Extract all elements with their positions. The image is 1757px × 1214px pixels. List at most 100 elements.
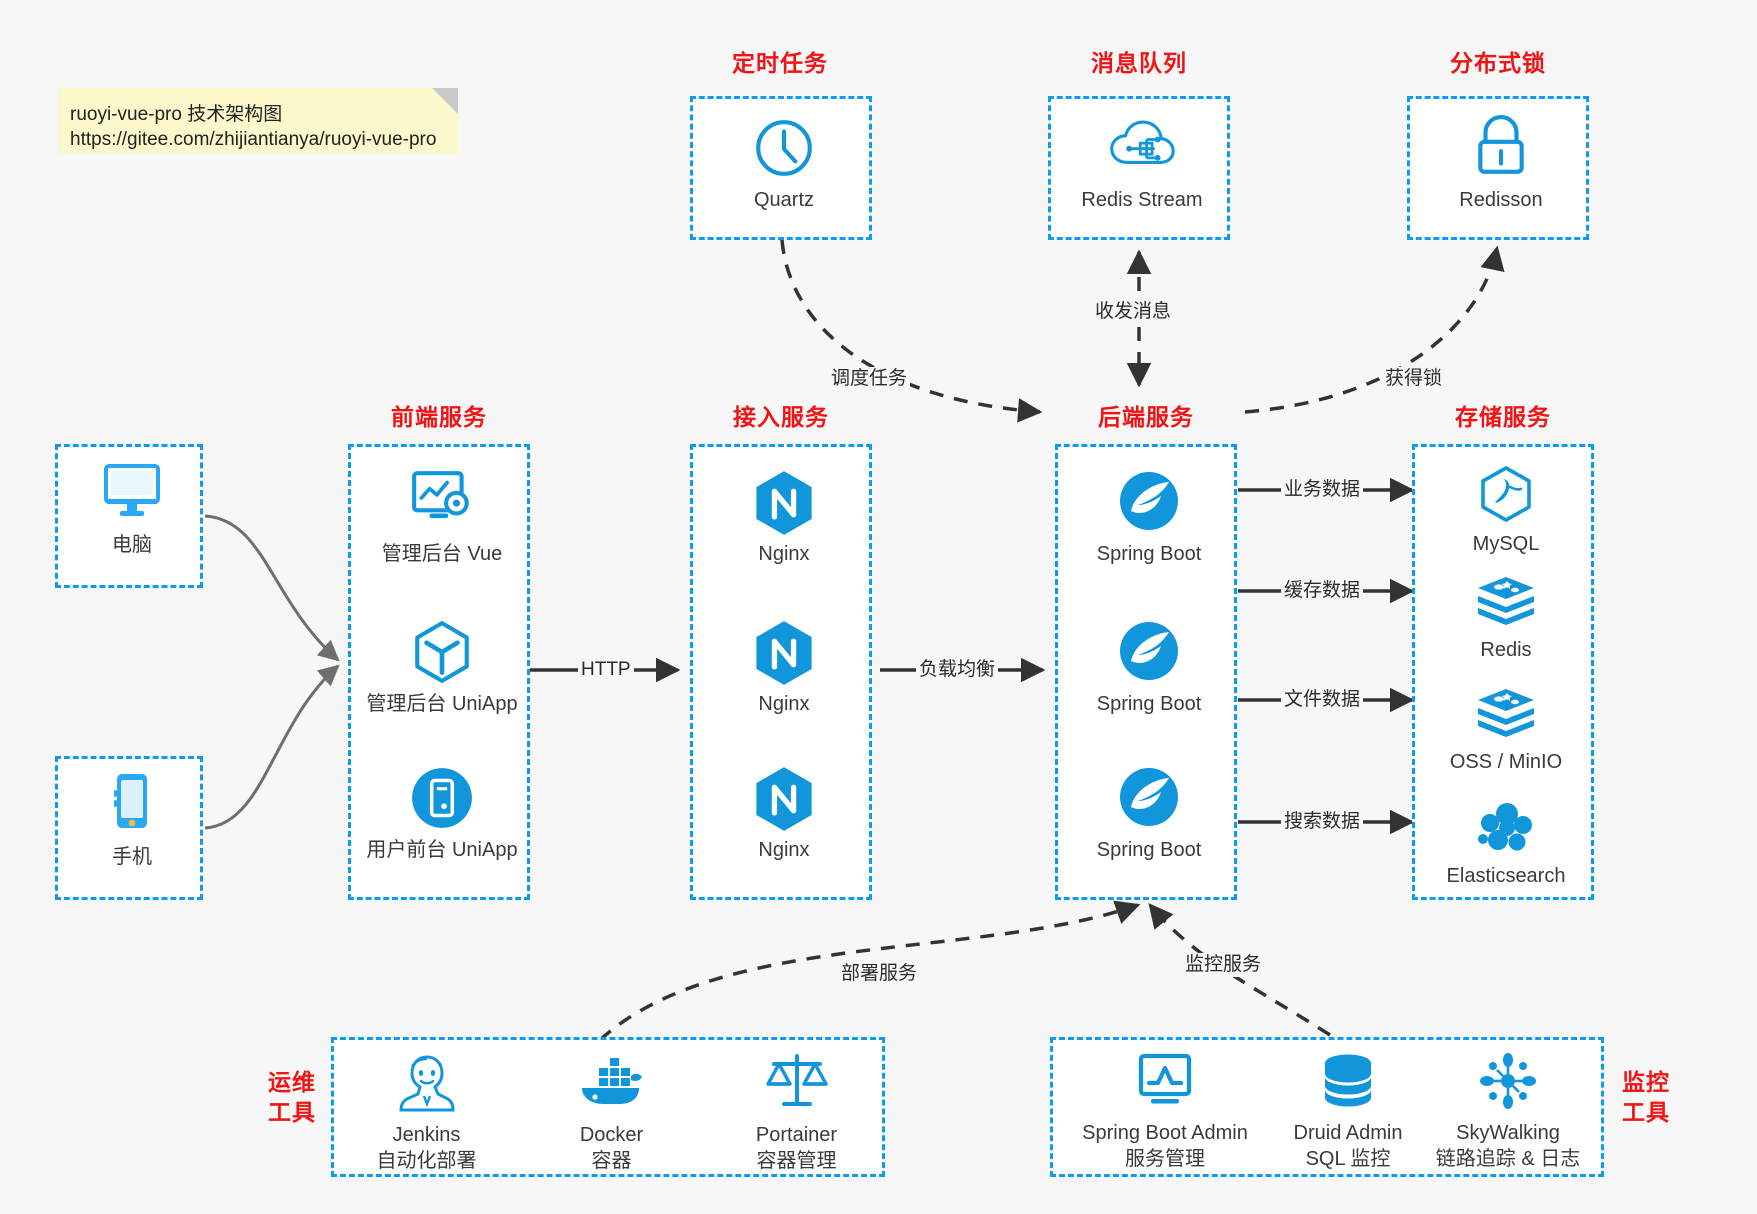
node-label: Druid Admin	[1293, 1122, 1403, 1144]
node-label: Nginx	[758, 543, 810, 565]
edge-label-gateway-to-backend: 负载均衡	[916, 658, 999, 682]
node-sublabel: 服务管理	[1125, 1148, 1205, 1170]
nginx-icon	[704, 619, 864, 685]
node-spring-boot-3[interactable]: Spring Boot	[1069, 765, 1229, 863]
node-druid-admin[interactable]: Druid Admin SQL 监控	[1258, 1052, 1438, 1172]
redis-icon	[1426, 575, 1586, 631]
node-portainer[interactable]: Portainer 容器管理	[714, 1052, 879, 1174]
node-desktop[interactable]: 电脑	[52, 460, 212, 558]
node-sublabel: 链路追踪 & 日志	[1435, 1148, 1581, 1170]
node-sublabel: 容器	[591, 1150, 632, 1172]
group-title-monitoring-line1: 监控	[1622, 1069, 1670, 1095]
group-scheduler[interactable]: Quartz	[690, 96, 872, 240]
group-title-distributed-lock: 分布式锁	[1450, 50, 1546, 76]
group-title-devops: 运维 工具	[262, 1067, 322, 1127]
node-spring-boot-1[interactable]: Spring Boot	[1069, 469, 1229, 567]
node-label: 管理后台 Vue	[381, 543, 503, 565]
group-title-backend: 后端服务	[1098, 404, 1194, 430]
group-distributed-lock[interactable]: Redisson	[1407, 96, 1589, 240]
node-label: Redisson	[1459, 189, 1543, 211]
node-sublabel: 容器管理	[756, 1150, 837, 1172]
node-spring-boot-admin[interactable]: Spring Boot Admin 服务管理	[1065, 1052, 1265, 1172]
node-elasticsearch[interactable]: Elasticsearch	[1426, 799, 1586, 889]
docker-icon	[529, 1052, 694, 1116]
group-title-monitoring-line2: 工具	[1622, 1099, 1670, 1125]
node-redisson[interactable]: Redisson	[1421, 115, 1581, 213]
edge-label-frontend-to-gateway: HTTP	[578, 658, 634, 682]
group-title-monitoring: 监控 工具	[1616, 1067, 1676, 1127]
edge-label-scheduler-to-backend: 调度任务	[828, 367, 911, 391]
node-nginx-2[interactable]: Nginx	[704, 619, 864, 717]
node-quartz[interactable]: Quartz	[704, 115, 864, 213]
edge-label-backend-to-es: 搜索数据	[1281, 810, 1364, 834]
group-title-storage: 存储服务	[1455, 404, 1551, 430]
node-oss-minio[interactable]: OSS / MinIO	[1426, 687, 1586, 775]
node-label: Redis	[1480, 639, 1532, 661]
group-message-queue[interactable]: Redis Stream	[1048, 96, 1230, 240]
node-label: Redis Stream	[1081, 189, 1203, 211]
node-label: SkyWalking	[1456, 1122, 1560, 1144]
node-user-uniapp[interactable]: 用户前台 UniApp	[362, 765, 522, 863]
group-title-frontend: 前端服务	[391, 404, 487, 430]
node-redis[interactable]: Redis	[1426, 575, 1586, 663]
group-title-devops-line1: 运维	[268, 1069, 316, 1095]
info-note: ruoyi-vue-pro 技术架构图 https://gitee.com/zh…	[58, 88, 458, 154]
node-label: Jenkins	[392, 1124, 461, 1146]
node-skywalking[interactable]: SkyWalking 链路追踪 & 日志	[1408, 1052, 1608, 1172]
spring-icon	[1069, 765, 1229, 831]
node-docker[interactable]: Docker 容器	[529, 1052, 694, 1174]
node-label: Docker	[579, 1124, 644, 1146]
group-title-scheduler: 定时任务	[732, 50, 828, 76]
group-client-mobile[interactable]: 手机	[55, 756, 203, 900]
node-mobile[interactable]: 手机	[52, 772, 212, 870]
scales-icon	[714, 1052, 879, 1116]
elasticsearch-icon	[1426, 799, 1586, 857]
node-mysql[interactable]: MySQL	[1426, 465, 1586, 557]
dashboard-icon	[362, 469, 522, 535]
node-nginx-3[interactable]: Nginx	[704, 765, 864, 863]
jenkins-icon	[344, 1052, 509, 1116]
node-sublabel: SQL 监控	[1305, 1148, 1391, 1170]
spring-icon	[1069, 619, 1229, 685]
node-admin-vue[interactable]: 管理后台 Vue	[362, 469, 522, 567]
database-icon	[1258, 1052, 1438, 1114]
nginx-icon	[704, 765, 864, 831]
node-label: Portainer	[755, 1124, 838, 1146]
node-redis-stream[interactable]: Redis Stream	[1062, 115, 1222, 213]
mobile-icon	[52, 772, 212, 838]
node-nginx-1[interactable]: Nginx	[704, 469, 864, 567]
group-client-desktop[interactable]: 电脑	[55, 444, 203, 588]
node-label: Elasticsearch	[1446, 865, 1566, 887]
edge-label-devops-to-backend: 部署服务	[838, 962, 921, 986]
node-label: Nginx	[758, 839, 810, 861]
note-fold-corner	[432, 88, 458, 114]
group-backend[interactable]: Spring Boot Spring Boot Spring Boot	[1055, 444, 1237, 900]
node-label: OSS / MinIO	[1449, 751, 1563, 773]
group-frontend[interactable]: 管理后台 Vue 管理后台 UniApp 用户前台 UniApp	[348, 444, 530, 900]
group-monitoring[interactable]: Spring Boot Admin 服务管理 Druid Admin SQL 监…	[1050, 1037, 1604, 1177]
monitor-chart-icon	[1065, 1052, 1265, 1114]
node-label: 电脑	[112, 534, 152, 556]
app-icon	[362, 765, 522, 831]
node-label: 手机	[112, 846, 152, 868]
node-label: Spring Boot Admin	[1082, 1122, 1248, 1144]
group-devops[interactable]: Jenkins 自动化部署	[331, 1037, 885, 1177]
mysql-icon	[1426, 465, 1586, 525]
node-label: MySQL	[1472, 533, 1540, 555]
clock-icon	[704, 115, 864, 181]
edge-label-backend-to-lock: 获得锁	[1382, 367, 1446, 391]
group-title-message-queue: 消息队列	[1091, 50, 1187, 76]
group-storage[interactable]: MySQL Redis	[1412, 444, 1594, 900]
note-title: ruoyi-vue-pro 技术架构图	[70, 104, 283, 125]
node-label: Spring Boot	[1096, 693, 1202, 715]
node-jenkins[interactable]: Jenkins 自动化部署	[344, 1052, 509, 1174]
desktop-icon	[52, 460, 212, 526]
node-admin-uniapp[interactable]: 管理后台 UniApp	[362, 619, 522, 717]
node-label: 用户前台 UniApp	[366, 839, 518, 861]
edge-label-backend-to-oss: 文件数据	[1281, 688, 1364, 712]
lock-icon	[1421, 115, 1581, 181]
cloud-stream-icon	[1062, 115, 1222, 181]
edge-label-backend-to-mysql: 业务数据	[1281, 478, 1364, 502]
group-gateway[interactable]: Nginx Nginx Nginx	[690, 444, 872, 900]
node-spring-boot-2[interactable]: Spring Boot	[1069, 619, 1229, 717]
